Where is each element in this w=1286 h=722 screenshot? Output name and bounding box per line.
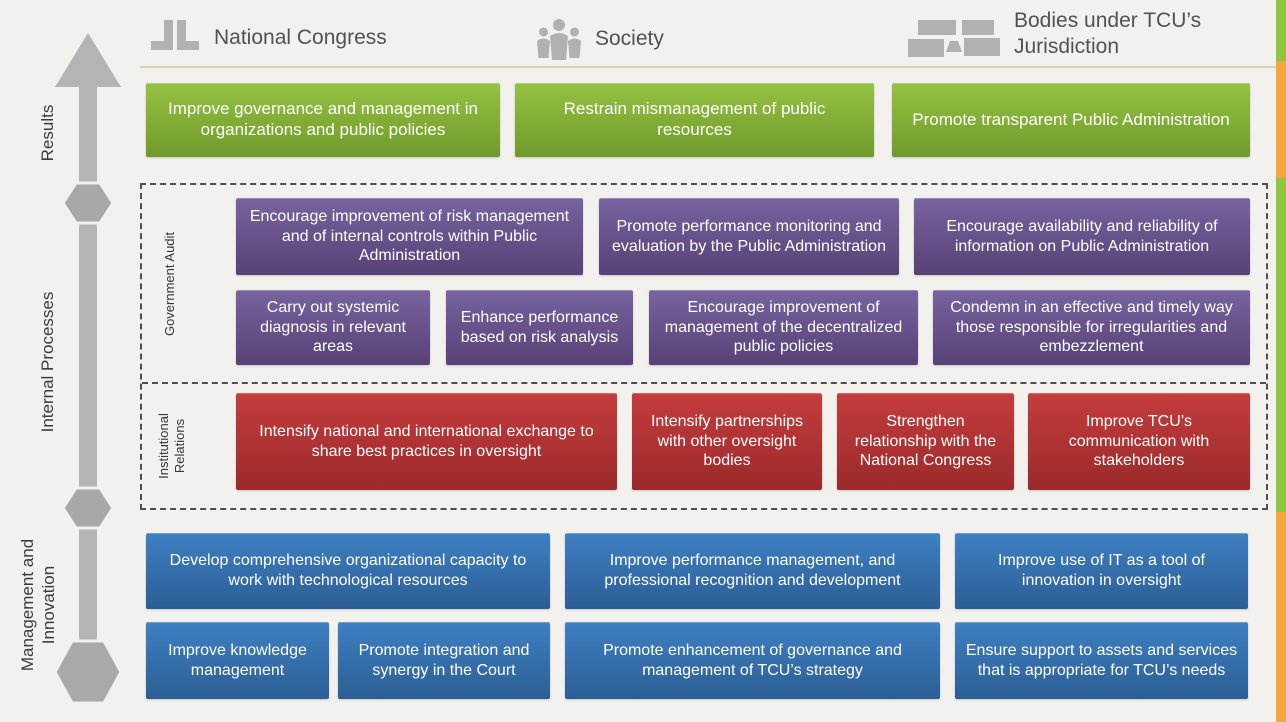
objective-restrain-mismanagement: Restrain mismanagement of public resourc… — [515, 83, 874, 157]
objective-condemn-irregularities: Condemn in an effective and timely way t… — [933, 290, 1250, 365]
jurisdiction-bodies-icon — [908, 20, 1000, 58]
perspective-label-results: Results — [38, 104, 58, 162]
objective-risk-management-controls: Encourage improvement of risk management… — [236, 198, 583, 275]
objective-strategy-governance: Promote enhancement of governance and ma… — [565, 622, 940, 699]
edge-strip-green-top — [1276, 0, 1286, 61]
society-people-icon — [537, 19, 581, 60]
stakeholder-label: National Congress — [214, 25, 387, 49]
objective-stakeholder-communication: Improve TCU’s communication with stakeho… — [1028, 393, 1250, 490]
internal-processes-frame — [140, 183, 1268, 510]
stakeholder-national-congress: National Congress — [150, 16, 387, 60]
arrow-node-hexagon-lower — [61, 486, 115, 530]
congress-towers-icon — [151, 20, 199, 50]
objective-oversight-partnerships: Intensify partnerships with other oversi… — [632, 393, 822, 490]
perspective-arrow — [53, 33, 123, 705]
header-divider-rule — [140, 66, 1276, 68]
stakeholder-label: Society — [595, 26, 664, 50]
arrow-base-hexagon — [53, 639, 123, 705]
objective-improve-governance: Improve governance and management in org… — [146, 83, 500, 157]
objective-international-exchange: Intensify national and international exc… — [236, 393, 617, 490]
objective-information-availability: Encourage availability and reliability o… — [914, 198, 1250, 275]
objective-performance-management: Improve performance management, and prof… — [565, 533, 940, 609]
objective-systemic-diagnosis: Carry out systemic diagnosis in relevant… — [236, 290, 430, 365]
stakeholder-bodies-under-jurisdiction: Bodies under TCU’s Jurisdiction — [908, 8, 1204, 61]
internal-processes-divider — [142, 382, 1266, 384]
objective-decentralized-policies: Encourage improvement of management of t… — [649, 290, 918, 365]
stakeholder-society: Society — [537, 18, 664, 60]
objective-court-integration: Promote integration and synergy in the C… — [338, 622, 550, 699]
perspective-label-management-innovation: Management and Innovation — [17, 538, 58, 672]
edge-strip-orange-bottom — [1276, 512, 1286, 722]
edge-strip-green-middle — [1276, 178, 1286, 512]
arrow-node-hexagon-upper — [61, 181, 115, 225]
objective-congress-relationship: Strengthen relationship with the Nationa… — [837, 393, 1014, 490]
objective-it-innovation: Improve use of IT as a tool of innovatio… — [955, 533, 1248, 609]
perspective-label-internal-processes: Internal Processes — [38, 291, 58, 433]
stakeholder-label: Bodies under TCU’s Jurisdiction — [1014, 9, 1202, 59]
objective-transparent-administration: Promote transparent Public Administratio… — [892, 83, 1250, 157]
objective-risk-analysis-performance: Enhance performance based on risk analys… — [446, 290, 633, 365]
section-label-government-audit: Government Audit — [161, 231, 177, 337]
objective-knowledge-management: Improve knowledge management — [146, 622, 329, 699]
objective-assets-services-support: Ensure support to assets and services th… — [955, 622, 1248, 699]
edge-strip-orange-top — [1276, 61, 1286, 178]
objective-performance-monitoring: Promote performance monitoring and evalu… — [599, 198, 899, 275]
objective-technological-capacity: Develop comprehensive organizational cap… — [146, 533, 550, 609]
section-label-institutional-relations: Institutional Relations — [155, 413, 187, 479]
